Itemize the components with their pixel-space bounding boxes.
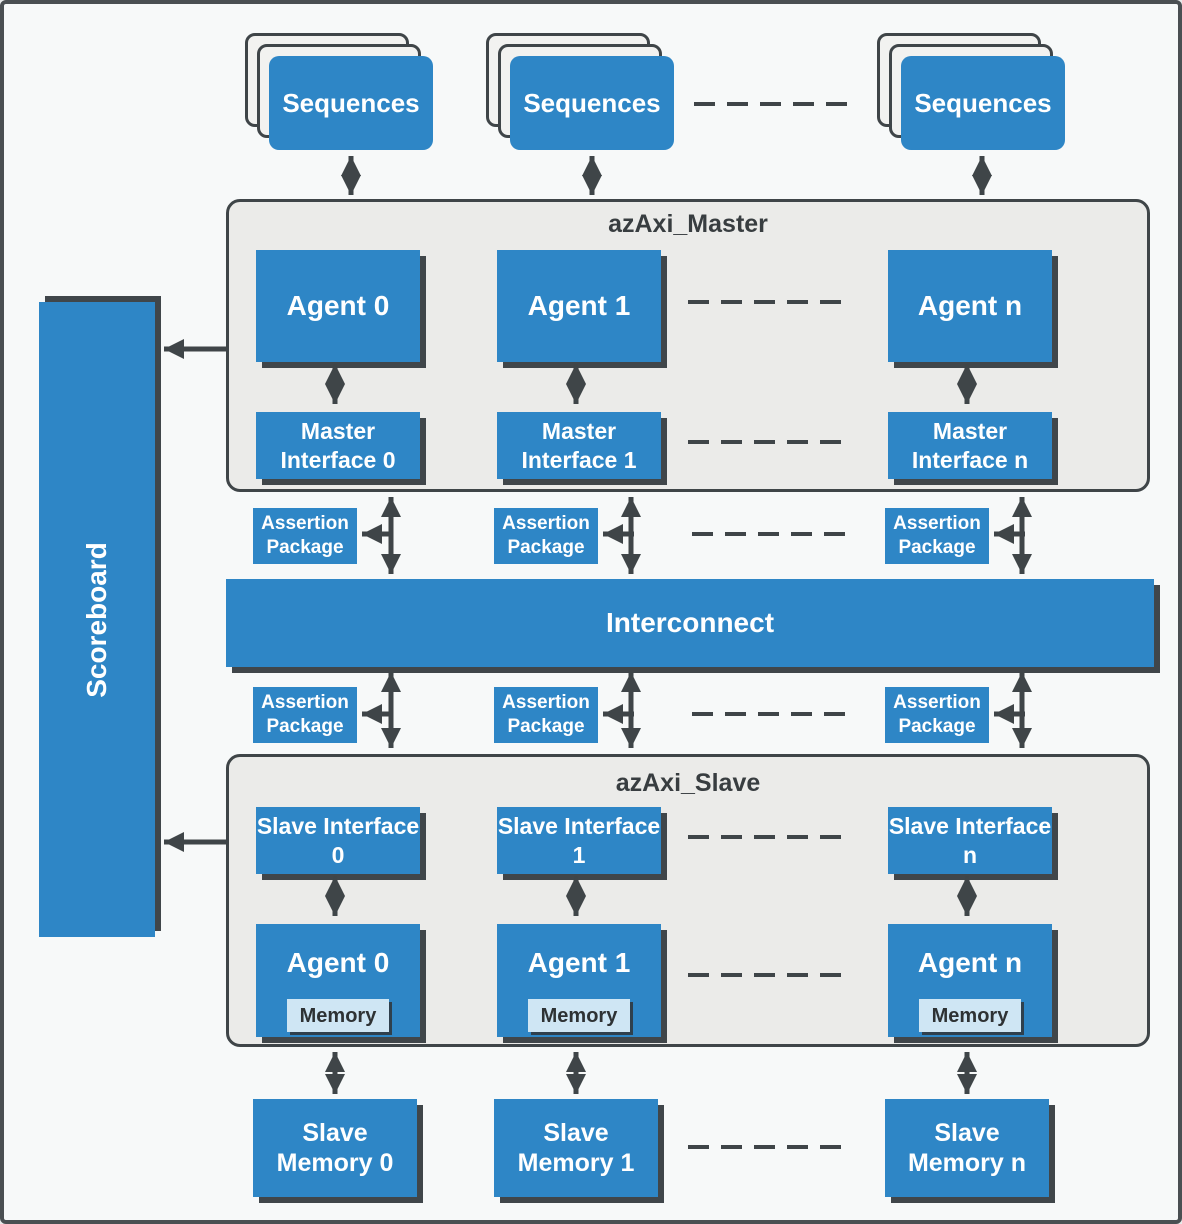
memory-label: Memory xyxy=(299,1004,377,1027)
sequences-label: Sequences xyxy=(914,87,1052,118)
slave-agent-label: Agent 1 xyxy=(527,947,631,978)
memory-chip-1: Memory xyxy=(528,999,630,1032)
azaxi-master-title: azAxi_Master xyxy=(608,210,768,238)
slave-agent-box-n: Agent n Memory xyxy=(888,924,1052,1037)
slave-interface-box-1: Slave Interface 1 xyxy=(497,807,661,874)
interconnect-label: Interconnect xyxy=(605,607,775,638)
sequences-box-1: Sequences xyxy=(510,56,674,150)
slave-interface-box-n: Slave Interface n xyxy=(888,807,1052,874)
assertion-package-top-n: Assertion Package xyxy=(885,508,989,564)
assertion-package-label: Assertion Package xyxy=(502,513,590,558)
memory-label: Memory xyxy=(540,1004,618,1027)
assertion-package-label: Assertion Package xyxy=(502,692,590,737)
slave-agent-label: Agent n xyxy=(917,947,1023,978)
sequences-stack-1: Sequences xyxy=(486,33,674,151)
master-interface-label: Master Interface n xyxy=(911,418,1029,473)
slave-agent-label: Agent 0 xyxy=(286,947,390,978)
slave-agent-box-1: Agent 1 Memory xyxy=(497,924,661,1037)
slave-memory-label: Slave Memory n xyxy=(907,1118,1027,1178)
azaxi-master-container: azAxi_Master Agent 0 Agent 1 Agent n Mas… xyxy=(226,199,1150,492)
sequences-box-n: Sequences xyxy=(901,56,1065,150)
assertion-package-top-1: Assertion Package xyxy=(494,508,598,564)
slave-memory-box-n: Slave Memory n xyxy=(885,1099,1049,1197)
slave-agent-box-0: Agent 0 Memory xyxy=(256,924,420,1037)
memory-chip-0: Memory xyxy=(287,999,389,1032)
master-interface-box-1: Master Interface 1 xyxy=(497,412,661,479)
master-interface-box-n: Master Interface n xyxy=(888,412,1052,479)
arrows-slave-memory xyxy=(325,1052,977,1094)
memory-label: Memory xyxy=(931,1004,1009,1027)
azaxi-slave-container: azAxi_Slave Slave Interface 0 Slave Inte… xyxy=(226,754,1150,1047)
master-interface-box-0: Master Interface 0 xyxy=(256,412,420,479)
slave-memory-label: Slave Memory 1 xyxy=(517,1118,635,1178)
master-agent-box-0: Agent 0 xyxy=(256,250,420,362)
slave-memory-box-0: Slave Memory 0 xyxy=(253,1099,417,1197)
memory-chip-n: Memory xyxy=(919,999,1021,1032)
arrows-sequences-master xyxy=(341,156,992,195)
slave-interface-label: Slave Interface n xyxy=(888,813,1052,868)
azaxi-slave-title: azAxi_Slave xyxy=(615,769,761,797)
assertion-package-label: Assertion Package xyxy=(261,692,349,737)
slave-interface-box-0: Slave Interface 0 xyxy=(256,807,420,874)
assertion-package-bottom-1: Assertion Package xyxy=(494,687,598,743)
sequences-stack-n: Sequences xyxy=(877,33,1065,151)
scoreboard-label: Scoreboard xyxy=(81,541,113,698)
slave-memory-label: Slave Memory 0 xyxy=(276,1118,394,1178)
assertion-package-bottom-0: Assertion Package xyxy=(253,687,357,743)
assertion-package-top-0: Assertion Package xyxy=(253,508,357,564)
sequences-label: Sequences xyxy=(282,87,420,118)
arrows-scoreboard xyxy=(164,339,228,852)
assertion-package-label: Assertion Package xyxy=(893,513,981,558)
master-agent-label: Agent 0 xyxy=(286,289,390,321)
interconnect-bar: Interconnect xyxy=(226,579,1154,667)
master-interface-label: Master Interface 0 xyxy=(280,418,396,473)
sequences-label: Sequences xyxy=(523,87,661,118)
master-agent-box-1: Agent 1 xyxy=(497,250,661,362)
assertion-package-label: Assertion Package xyxy=(261,513,349,558)
slave-memory-box-1: Slave Memory 1 xyxy=(494,1099,658,1197)
sequences-stack-0: Sequences xyxy=(245,33,433,151)
assertion-package-bottom-n: Assertion Package xyxy=(885,687,989,743)
slave-interface-label: Slave Interface 1 xyxy=(497,813,661,868)
scoreboard-box: Scoreboard xyxy=(39,302,155,937)
master-interface-label: Master Interface 1 xyxy=(521,418,637,473)
sequences-box-0: Sequences xyxy=(269,56,433,150)
master-agent-label: Agent n xyxy=(917,289,1023,321)
master-agent-label: Agent 1 xyxy=(527,289,631,321)
assertion-package-label: Assertion Package xyxy=(893,692,981,737)
slave-interface-label: Slave Interface 0 xyxy=(256,813,420,868)
master-agent-box-n: Agent n xyxy=(888,250,1052,362)
